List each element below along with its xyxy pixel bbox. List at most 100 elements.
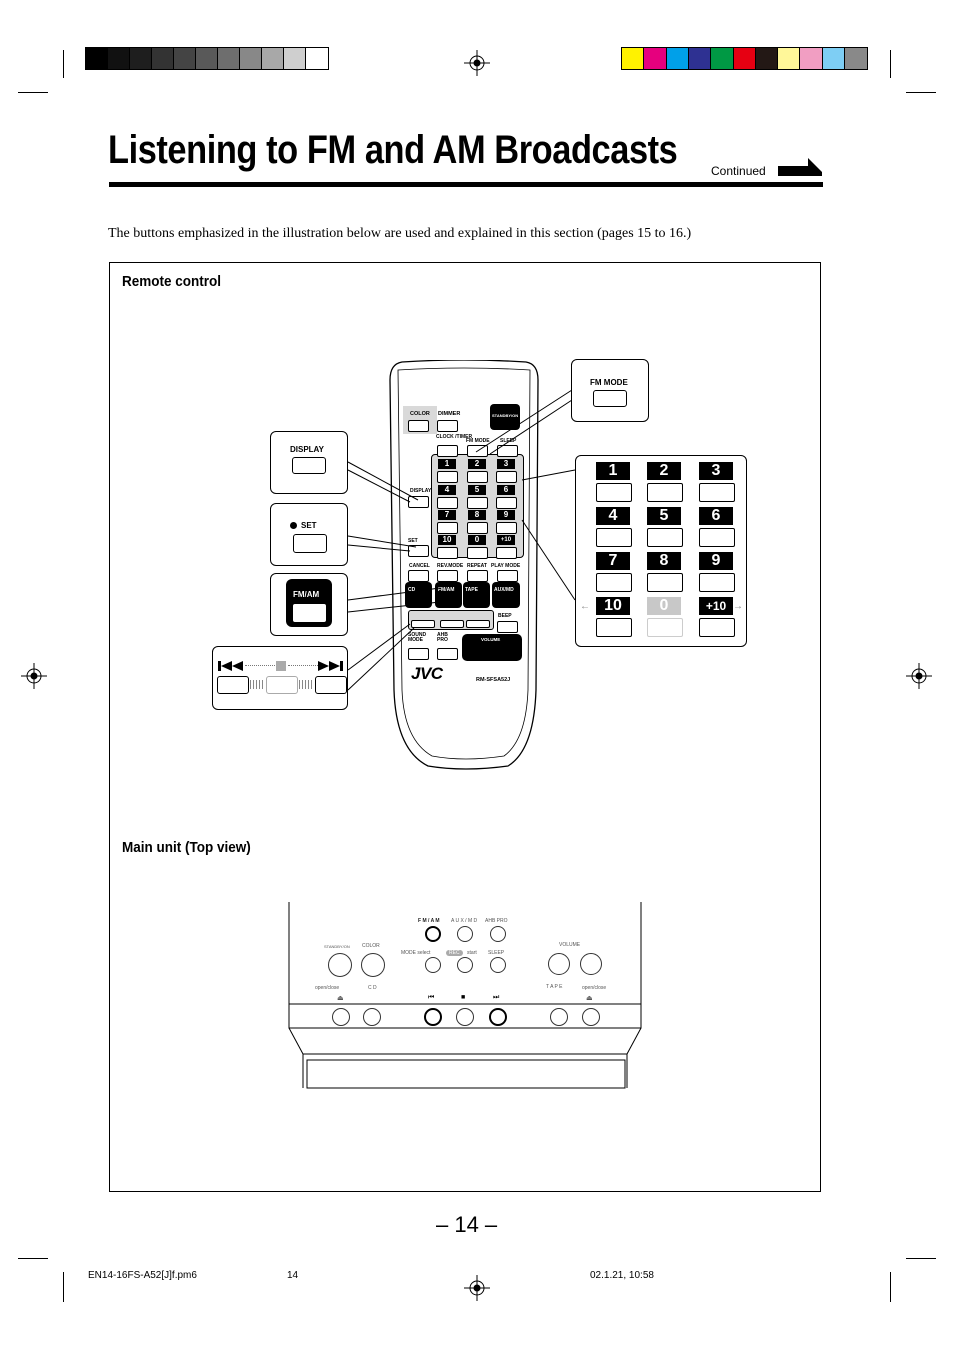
calibration-swatch [643, 47, 668, 70]
remote-beep-button[interactable] [497, 621, 518, 633]
number-button[interactable] [596, 483, 632, 502]
remote-standby-button[interactable] [490, 404, 520, 430]
registration-mark-icon [906, 663, 932, 689]
unit-skip-back-button[interactable] [424, 1008, 442, 1026]
remote-tape-button[interactable] [463, 582, 490, 608]
remote-number-button[interactable] [496, 497, 517, 509]
footer-file: EN14-16FS-A52[J]f.pm6 [88, 1270, 197, 1281]
unit-fm-am-button[interactable] [425, 926, 441, 942]
number-label: 6 [699, 507, 733, 525]
remote-rev-mode-button[interactable] [437, 570, 458, 582]
unit-standby-button[interactable] [328, 953, 352, 977]
unit-tape-play-button[interactable] [550, 1008, 568, 1026]
display-button[interactable] [292, 457, 326, 474]
remote-number-label: 1 [438, 459, 456, 469]
remote-sleep-button[interactable] [497, 445, 518, 457]
unit-color-button[interactable] [361, 953, 385, 977]
remote-play-mode-button[interactable] [497, 570, 518, 582]
remote-number-label: 3 [497, 459, 515, 469]
remote-cancel-button[interactable] [408, 570, 429, 582]
fm-am-button[interactable] [292, 603, 327, 623]
skip-dotted-line [245, 665, 275, 666]
remote-volume-button[interactable] [462, 634, 522, 661]
number-button[interactable] [699, 573, 735, 592]
remote-sleep-label: SLEEP [500, 438, 517, 444]
skip-forward-button[interactable] [315, 676, 347, 694]
remote-aux-md-button[interactable] [492, 582, 520, 608]
fm-mode-button[interactable] [593, 390, 627, 407]
unit-aux-md-button[interactable] [457, 926, 473, 942]
crop-mark [18, 1258, 48, 1259]
remote-clock-label: CLOCK /TIMER [436, 434, 473, 440]
skip-back-button[interactable] [217, 676, 249, 694]
skip-back-icon [218, 661, 243, 671]
remote-repeat-button[interactable] [467, 570, 488, 582]
registration-mark-icon [464, 1275, 490, 1301]
stop-button[interactable] [266, 676, 298, 694]
unit-cd-open-close-button[interactable] [332, 1008, 350, 1026]
unit-volume-down-button[interactable] [548, 953, 570, 975]
number-button[interactable] [647, 528, 683, 547]
remote-display-button[interactable] [408, 496, 429, 508]
calibration-swatch [239, 47, 263, 70]
crop-mark [890, 1272, 891, 1302]
remote-number-button[interactable] [467, 547, 488, 559]
crop-mark [18, 92, 48, 93]
number-button[interactable] [596, 618, 632, 637]
remote-volume-label: VOLUME [481, 637, 501, 642]
skip-back-icon: ⏮ [428, 994, 435, 1001]
number-label: 3 [699, 462, 733, 480]
remote-section-heading: Remote control [122, 273, 222, 290]
remote-stop-button[interactable] [440, 620, 464, 628]
unit-mode-select-button[interactable] [425, 957, 441, 973]
number-button[interactable] [699, 528, 735, 547]
remote-sound-mode-button[interactable] [408, 648, 429, 660]
remote-number-button[interactable] [467, 497, 488, 509]
remote-cd-label: CD [408, 587, 416, 593]
remote-color-button[interactable] [408, 420, 429, 432]
remote-skip-forward-button[interactable] [466, 620, 490, 628]
remote-number-button[interactable] [467, 471, 488, 483]
set-button[interactable] [293, 534, 327, 553]
unit-skip-forward-button[interactable] [489, 1008, 507, 1026]
number-button[interactable] [699, 483, 735, 502]
right-arrow-icon: → [733, 601, 743, 612]
number-label: 5 [647, 507, 681, 525]
page-title: Listening to FM and AM Broadcasts [108, 128, 678, 172]
unit-sleep-button[interactable] [490, 957, 506, 973]
remote-number-button[interactable] [496, 471, 517, 483]
unit-stop-button[interactable] [456, 1008, 474, 1026]
unit-tape-open-close-button[interactable] [582, 1008, 600, 1026]
number-button[interactable] [647, 483, 683, 502]
unit-rec-start-button[interactable] [457, 957, 473, 973]
remote-number-button[interactable] [467, 522, 488, 534]
remote-number-label: 2 [468, 459, 486, 469]
remote-number-button[interactable] [437, 547, 458, 559]
unit-standby-label: STANDBY/ON [324, 944, 350, 949]
remote-ahb-pro-button[interactable] [437, 648, 458, 660]
unit-rec-label: REC [446, 950, 463, 956]
number-button[interactable] [596, 573, 632, 592]
number-label: 10 [596, 597, 630, 615]
number-button[interactable] [596, 528, 632, 547]
crop-mark [906, 92, 936, 93]
number-button[interactable] [647, 573, 683, 592]
number-button[interactable] [647, 618, 683, 637]
remote-dimmer-button[interactable] [437, 420, 458, 432]
unit-cd-play-button[interactable] [363, 1008, 381, 1026]
remote-number-button[interactable] [496, 547, 517, 559]
remote-skip-back-button[interactable] [411, 620, 435, 628]
remote-clock-button[interactable] [437, 445, 458, 457]
unit-volume-label: VOLUME [559, 942, 581, 948]
set-dot-icon [290, 522, 297, 529]
remote-number-button[interactable] [496, 522, 517, 534]
remote-number-button[interactable] [437, 497, 458, 509]
remote-number-button[interactable] [437, 471, 458, 483]
number-button[interactable] [699, 618, 735, 637]
unit-ahb-pro-button[interactable] [490, 926, 506, 942]
remote-fm-am-button[interactable] [435, 582, 462, 608]
crop-mark [890, 50, 891, 78]
unit-volume-up-button[interactable] [580, 953, 602, 975]
remote-number-button[interactable] [437, 522, 458, 534]
